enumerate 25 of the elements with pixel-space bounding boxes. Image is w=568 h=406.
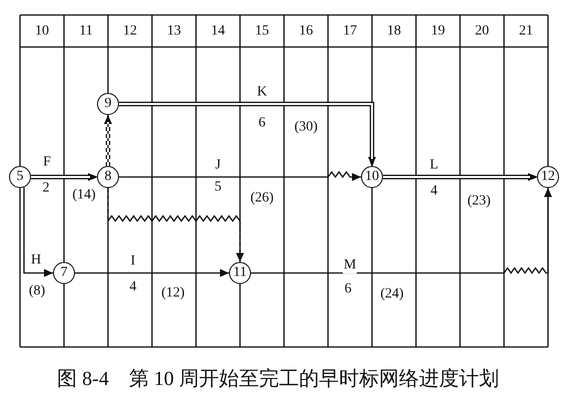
bracketed-value: (8) <box>28 284 46 300</box>
bracketed-value: (14) <box>71 188 97 204</box>
dashed-arrow <box>107 188 244 262</box>
figure-caption: 图 8-4 第 10 周开始至完工的早时标网络进度计划 <box>57 367 499 391</box>
double-line-arrow <box>383 173 537 181</box>
arrow <box>119 170 361 181</box>
arrow <box>23 187 53 277</box>
double-line-arrow <box>31 173 97 181</box>
bracketed-value: (23) <box>466 194 492 210</box>
event-node: 11 <box>229 262 251 284</box>
event-node: 9 <box>97 93 119 115</box>
bracketed-value: (30) <box>293 120 319 136</box>
bracketed-value: (12) <box>160 286 186 302</box>
bracketed-value: (26) <box>249 192 275 206</box>
event-node: 5 <box>9 166 31 188</box>
double-line-arrow <box>119 102 376 166</box>
dashed-arrow <box>104 115 112 166</box>
bracketed-value: (24) <box>379 288 405 302</box>
activity-label: M <box>342 258 358 274</box>
event-node: 10 <box>361 166 383 188</box>
arrow <box>251 188 552 274</box>
arrow <box>75 269 229 277</box>
event-node: 7 <box>53 262 75 284</box>
event-node: 8 <box>97 166 119 188</box>
event-node: 12 <box>537 166 559 188</box>
